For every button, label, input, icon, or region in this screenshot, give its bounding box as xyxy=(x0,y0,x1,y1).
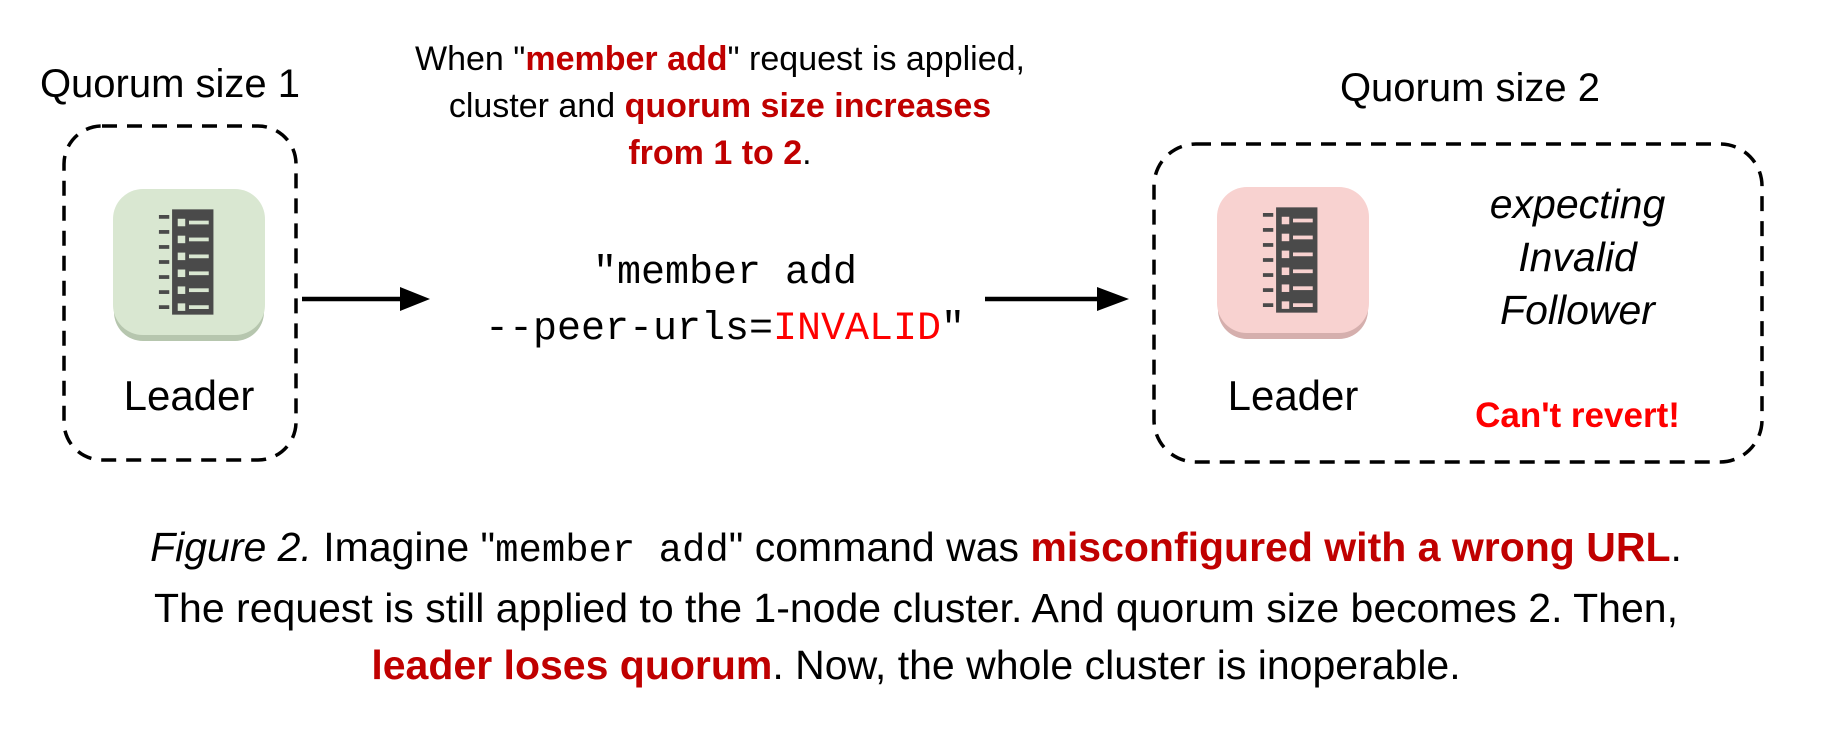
left-cluster-dashed-box xyxy=(62,124,298,462)
left-quorum-title: Quorum size 1 xyxy=(39,62,301,106)
arrow-right-icon xyxy=(985,287,1129,311)
member-list-icon xyxy=(1262,207,1318,313)
figure-caption: Figure 2. Imagine "member add" command w… xyxy=(0,519,1832,694)
left-leader-node xyxy=(113,189,265,335)
right-leader-label: Leader xyxy=(1227,372,1359,419)
member-add-annotation: When "member add" request is applied, cl… xyxy=(325,36,1115,177)
member-add-command: "member add --peer-urls=INVALID" xyxy=(380,246,1070,358)
member-list-icon xyxy=(158,209,214,315)
command-line-1: "member add xyxy=(592,251,858,296)
right-leader-node xyxy=(1217,187,1369,333)
caption-line-2: The request is still applied to the 1-no… xyxy=(154,585,1678,631)
right-quorum-title: Quorum size 2 xyxy=(1339,66,1601,110)
caption-line-3: leader loses quorum. Now, the whole clus… xyxy=(371,642,1461,688)
arrow-right-icon xyxy=(302,287,430,311)
annotation-line-3: from 1 to 2. xyxy=(628,134,812,172)
left-leader-label: Leader xyxy=(123,372,255,419)
command-line-2: --peer-urls=INVALID" xyxy=(484,307,966,352)
expecting-invalid-follower-note: expecting Invalid Follower xyxy=(1489,181,1666,333)
cant-revert-warning: Can't revert! xyxy=(1475,396,1680,435)
right-cluster-dashed-box xyxy=(1152,142,1764,464)
annotation-line-2: cluster and quorum size increases xyxy=(448,87,992,125)
annotation-line-1: When "member add" request is applied, xyxy=(415,40,1025,78)
caption-line-1: Figure 2. Imagine "member add" command w… xyxy=(150,524,1682,573)
